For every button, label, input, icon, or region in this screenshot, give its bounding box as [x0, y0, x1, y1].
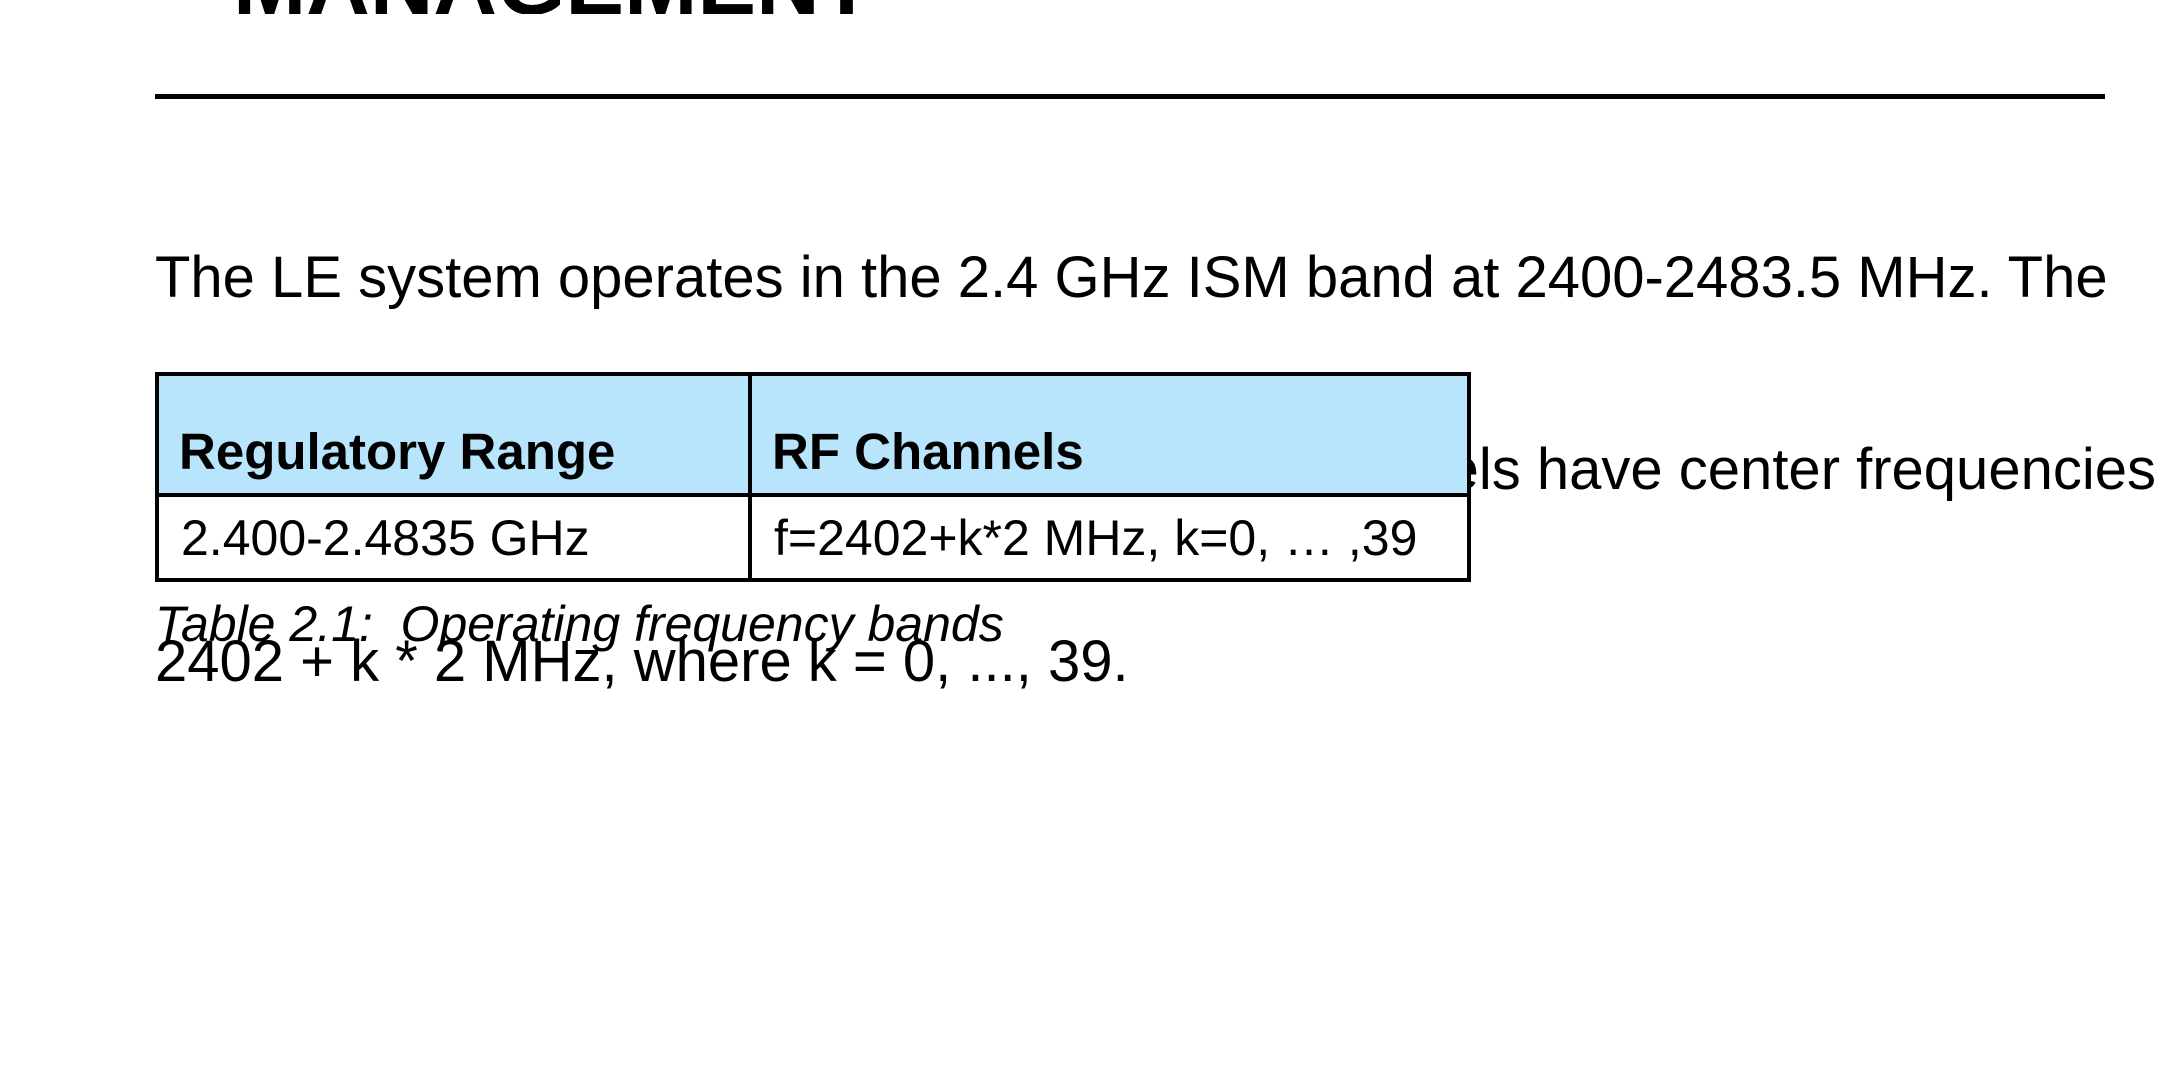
cell-regulatory-range: 2.400-2.4835 GHz — [155, 493, 752, 582]
frequency-bands-table: Regulatory Range RF Channels 2.400-2.483… — [155, 372, 1471, 582]
table-caption: Table 2.1: Operating frequency bands — [155, 596, 1004, 652]
heading-divider-rule — [155, 94, 2105, 99]
column-header-rf-channels: RF Channels — [748, 372, 1471, 497]
page-heading-text: MANAGEMENT — [233, 0, 873, 14]
paragraph-line-3: 2402 + k * 2 MHz, where k = 0, ..., 39. — [155, 629, 1129, 694]
table-row: 2.400-2.4835 GHz f=2402+k*2 MHz, k=0, … … — [155, 493, 1471, 582]
page-heading-clipped: MANAGEMENT — [233, 0, 1133, 14]
cell-rf-channels: f=2402+k*2 MHz, k=0, … ,39 — [748, 493, 1471, 582]
paragraph-line-1: The LE system operates in the 2.4 GHz IS… — [155, 245, 2108, 310]
table-header-row: Regulatory Range RF Channels — [155, 372, 1471, 497]
column-header-regulatory-range: Regulatory Range — [155, 372, 752, 497]
